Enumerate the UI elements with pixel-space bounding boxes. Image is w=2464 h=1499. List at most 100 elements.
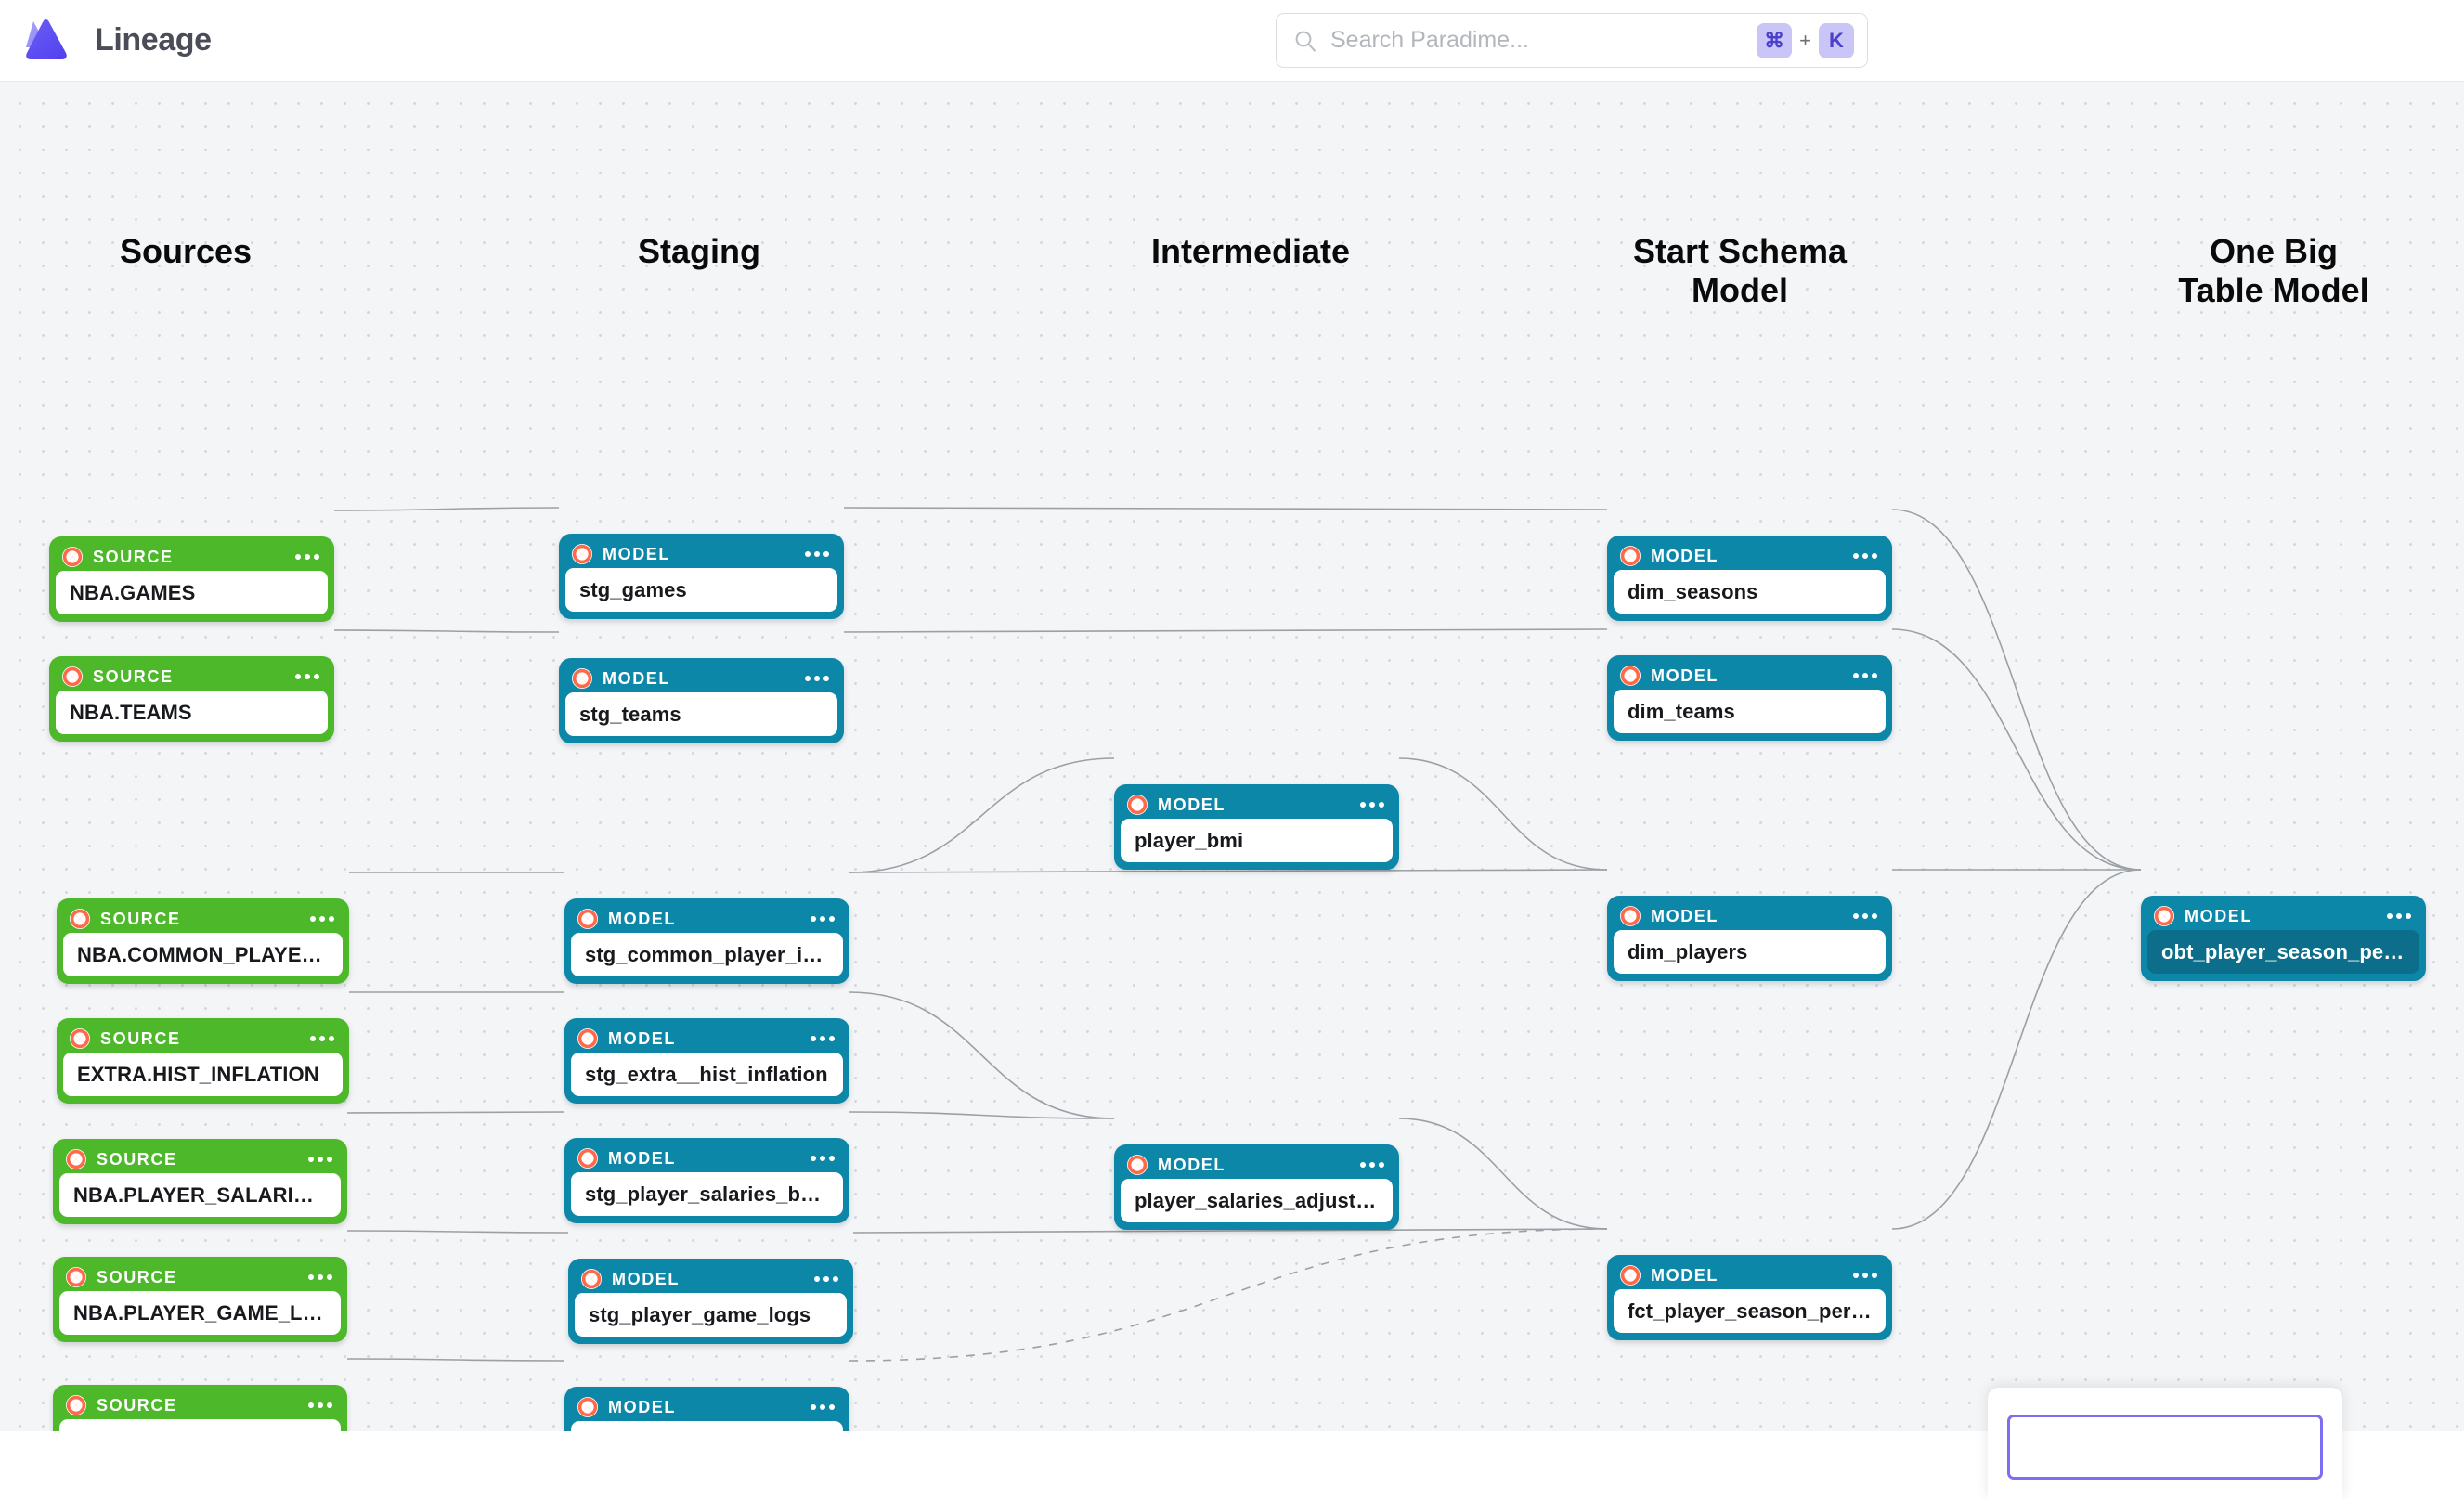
lineage-node-stg_team_stats[interactable]: MODEL stg_team_stats_by_season xyxy=(564,1387,849,1431)
ellipsis-icon[interactable] xyxy=(812,1273,840,1286)
lineage-node-src_common_player[interactable]: SOURCE NBA.COMMON_PLAYER_INFO xyxy=(57,898,349,984)
search-shortcut-hint: ⌘ + K xyxy=(1757,22,1854,58)
node-body[interactable]: stg_teams xyxy=(565,692,837,736)
node-body[interactable]: dim_seasons xyxy=(1614,570,1886,614)
node-body[interactable]: NBA.PLAYER_GAME_LOGS xyxy=(59,1291,341,1335)
dbt-icon xyxy=(69,1027,91,1050)
node-label: stg_teams xyxy=(579,702,681,726)
ellipsis-icon[interactable] xyxy=(306,1153,334,1166)
dbt-icon xyxy=(1619,1264,1641,1286)
lineage-node-obt_player_season[interactable]: MODELobt_player_season_performanc… xyxy=(2141,896,2426,981)
node-body[interactable]: NBA.GAMES xyxy=(56,571,328,614)
ellipsis-icon[interactable] xyxy=(293,550,321,563)
node-label: NBA.PLAYER_GAME_LOGS xyxy=(73,1300,327,1325)
ellipsis-icon[interactable] xyxy=(2385,910,2413,923)
node-body[interactable]: stg_extra__hist_inflation xyxy=(571,1053,843,1096)
node-header: MODEL xyxy=(565,540,837,568)
edge-src_game_logs-to-stg_game_logs xyxy=(346,1230,569,1234)
node-body[interactable]: stg_team_stats_by_season xyxy=(571,1421,843,1431)
ellipsis-icon[interactable] xyxy=(293,670,321,683)
node-kind-label: SOURCE xyxy=(100,909,181,928)
column-title-sources: Sources xyxy=(119,232,253,270)
dbt-icon xyxy=(65,1394,87,1416)
paradime-triangle-logo-icon xyxy=(17,14,74,68)
panel-text-input[interactable] xyxy=(2007,1415,2323,1480)
ellipsis-icon[interactable] xyxy=(1851,1269,1879,1282)
node-body[interactable]: player_bmi xyxy=(1121,819,1393,862)
ellipsis-icon[interactable] xyxy=(308,1032,336,1045)
ellipsis-icon[interactable] xyxy=(803,548,831,561)
node-body[interactable]: NBA.TEAMS xyxy=(56,691,328,734)
ellipsis-icon[interactable] xyxy=(809,1401,836,1414)
node-header: MODEL xyxy=(571,1393,843,1421)
lineage-node-dim_players[interactable]: MODEL dim_players xyxy=(1607,896,1892,981)
search-box[interactable]: ⌘ + K xyxy=(1276,13,1868,68)
node-header: MODEL xyxy=(1614,542,1886,570)
node-body[interactable]: NBA.COMMON_PLAYER_INFO xyxy=(63,933,343,976)
node-body[interactable]: stg_games xyxy=(565,568,837,612)
node-header: SOURCE xyxy=(59,1263,341,1291)
dbt-icon xyxy=(577,1027,599,1050)
lineage-node-src_salaries[interactable]: SOURCENBA.PLAYER_SALARIES_BY_SE… xyxy=(53,1139,347,1224)
ellipsis-icon[interactable] xyxy=(803,672,831,685)
ellipsis-icon[interactable] xyxy=(1851,669,1879,682)
lineage-node-fct_player_season[interactable]: MODELfct_player_season_performanc… xyxy=(1607,1255,1892,1340)
node-kind-label: MODEL xyxy=(1651,906,1718,925)
ellipsis-icon[interactable] xyxy=(1851,549,1879,562)
ellipsis-icon[interactable] xyxy=(308,912,336,925)
node-kind-label: SOURCE xyxy=(93,547,174,566)
node-label: dim_seasons xyxy=(1628,579,1758,603)
node-header: MODEL xyxy=(2147,902,2419,930)
node-body[interactable]: NBA.PLAYER_SALARIES_BY_SE… xyxy=(59,1173,341,1217)
shortcut-cmd-key: ⌘ xyxy=(1757,22,1793,58)
node-header: MODEL xyxy=(1614,902,1886,930)
node-label: player_bmi xyxy=(1135,828,1244,852)
node-body[interactable]: EXTRA.HIST_INFLATION xyxy=(63,1053,343,1096)
node-kind-label: SOURCE xyxy=(97,1267,177,1286)
dbt-icon xyxy=(1619,665,1641,687)
node-body[interactable]: dim_players xyxy=(1614,930,1886,974)
lineage-node-dim_seasons[interactable]: MODEL dim_seasons xyxy=(1607,536,1892,621)
node-body[interactable]: fct_player_season_performanc… xyxy=(1614,1289,1886,1333)
ellipsis-icon[interactable] xyxy=(809,1152,836,1165)
shortcut-k-key: K xyxy=(1819,22,1854,58)
node-body[interactable]: dim_teams xyxy=(1614,690,1886,733)
ellipsis-icon[interactable] xyxy=(809,912,836,925)
ellipsis-icon[interactable] xyxy=(306,1399,334,1412)
node-body[interactable]: stg_player_salaries_by_season xyxy=(571,1172,843,1216)
ellipsis-icon[interactable] xyxy=(1358,1158,1386,1171)
dbt-icon xyxy=(1126,1154,1148,1176)
ellipsis-icon[interactable] xyxy=(306,1271,334,1284)
node-body[interactable]: player_salaries_adjusted_for_i… xyxy=(1121,1179,1393,1222)
lineage-node-src_games[interactable]: SOURCE NBA.GAMES xyxy=(49,536,334,622)
dbt-icon xyxy=(577,1396,599,1418)
bottom-right-panel[interactable] xyxy=(1988,1388,2342,1499)
node-body[interactable]: NBA.TEAM_STATS_BY_SEASON xyxy=(59,1419,341,1431)
ellipsis-icon[interactable] xyxy=(1851,910,1879,923)
ellipsis-icon[interactable] xyxy=(809,1032,836,1045)
ellipsis-icon[interactable] xyxy=(1358,798,1386,811)
node-kind-label: MODEL xyxy=(608,1397,676,1416)
node-label: NBA.TEAMS xyxy=(70,700,192,724)
dbt-icon xyxy=(1619,545,1641,567)
node-body[interactable]: obt_player_season_performanc… xyxy=(2147,930,2419,974)
node-body[interactable]: stg_player_game_logs xyxy=(575,1293,847,1337)
dbt-icon xyxy=(2153,905,2175,927)
node-body[interactable]: stg_common_player_info xyxy=(571,933,843,976)
search-input[interactable] xyxy=(1330,27,1744,54)
lineage-node-player_sal_adj[interactable]: MODELplayer_salaries_adjusted_for_i… xyxy=(1114,1144,1399,1230)
lineage-node-src_game_logs[interactable]: SOURCE NBA.PLAYER_GAME_LOGS xyxy=(53,1257,347,1342)
global-search[interactable]: ⌘ + K xyxy=(1276,13,1868,68)
